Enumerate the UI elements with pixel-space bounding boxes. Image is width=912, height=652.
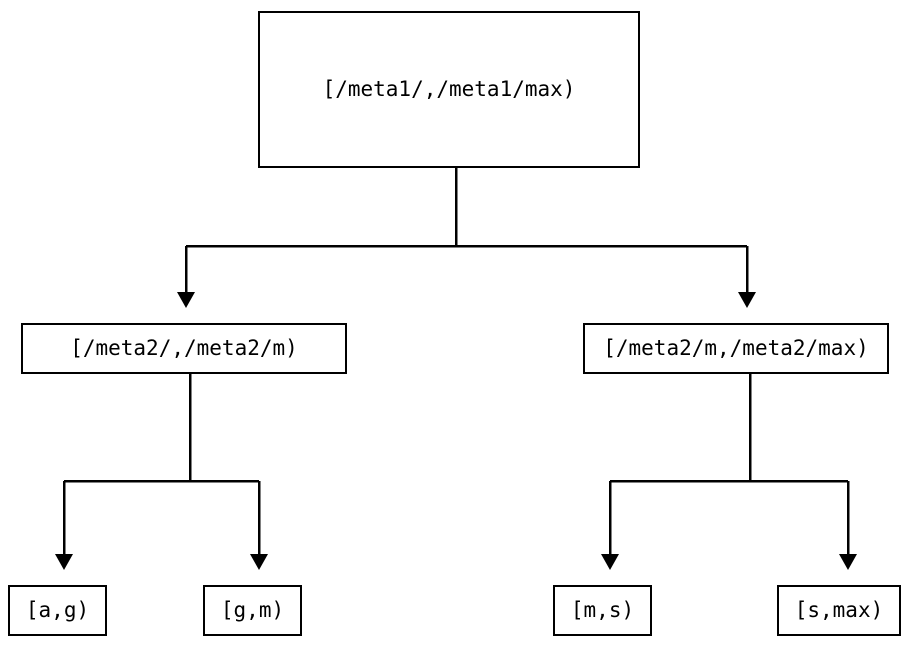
arrowhead-icon-midleft-to-ag (55, 554, 73, 570)
tree-node-leaf-m-s-label: [m,s) (570, 598, 635, 622)
tree-node-leaf-s-max[interactable]: [s,max) (777, 585, 901, 636)
arrowhead-icon-root-to-mid-left (177, 292, 195, 308)
tree-node-root-label: [/meta1/,/meta1/max) (322, 77, 576, 101)
tree-node-leaf-g-m[interactable]: [g,m) (203, 585, 302, 636)
tree-node-leaf-a-g-label: [a,g) (25, 598, 90, 622)
tree-node-mid-right-label: [/meta2/m,/meta2/max) (603, 336, 869, 360)
tree-node-leaf-a-g[interactable]: [a,g) (8, 585, 107, 636)
tree-node-mid-left[interactable]: [/meta2/,/meta2/m) (21, 323, 347, 374)
arrowhead-icon-midleft-to-gm (250, 554, 268, 570)
tree-node-leaf-s-max-label: [s,max) (794, 598, 884, 622)
arrowhead-icon-root-to-mid-right (738, 292, 756, 308)
tree-node-mid-right[interactable]: [/meta2/m,/meta2/max) (583, 323, 889, 374)
arrowhead-icon-midright-to-ms (601, 554, 619, 570)
arrowhead-icon-midright-to-smax (839, 554, 857, 570)
tree-node-root[interactable]: [/meta1/,/meta1/max) (258, 11, 640, 168)
tree-node-leaf-m-s[interactable]: [m,s) (553, 585, 652, 636)
tree-node-mid-left-label: [/meta2/,/meta2/m) (70, 336, 298, 360)
tree-node-leaf-g-m-label: [g,m) (220, 598, 285, 622)
